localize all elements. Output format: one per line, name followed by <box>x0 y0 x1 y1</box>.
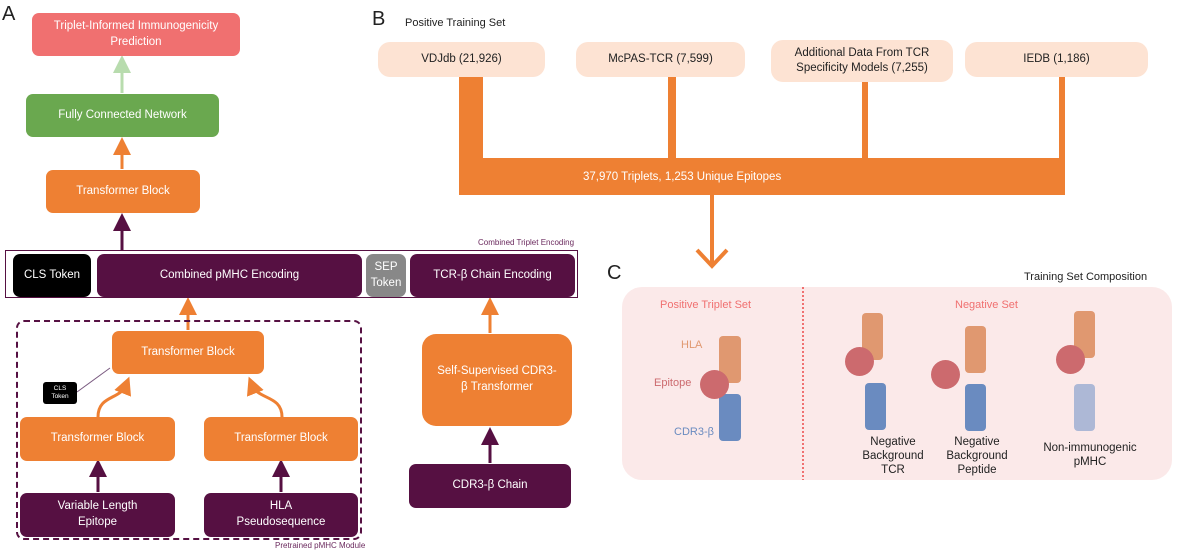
cls-token: CLS Token <box>13 254 91 297</box>
positive-set-title: Positive Triplet Set <box>660 299 752 311</box>
merged-flow <box>459 158 1065 195</box>
hla-transformer-box: Transformer Block <box>204 417 358 461</box>
panel-label-b: B <box>372 8 386 30</box>
neg3-epitope-shape <box>1056 345 1085 374</box>
negative-set-title: Negative Set <box>955 299 1018 311</box>
composition-title: Training Set Composition <box>1024 271 1148 283</box>
pretrained-module-box <box>16 320 362 540</box>
source-iedb: IEDB (1,186) <box>965 42 1148 77</box>
combined-encoding-box <box>5 250 578 298</box>
total-triplets: 37,970 Triplets, 1,253 Unique Epitopes <box>583 171 782 183</box>
cdr3-transformer-box: Self-Supervised CDR3-β Transformer <box>422 334 572 426</box>
epitope-input-box: Variable Length Epitope <box>20 493 175 537</box>
hla-label: HLA <box>681 339 703 351</box>
neg1-label: Negative Background TCR <box>862 436 924 476</box>
panel-label-a: A <box>2 3 16 25</box>
neg3-cdr3-shape <box>1074 384 1095 431</box>
cdr3-label: CDR3-β <box>674 426 714 438</box>
top-transformer-box: Transformer Block <box>46 170 200 213</box>
composition-panel <box>622 287 1172 480</box>
cls-pointer <box>76 367 111 393</box>
small-cls-token: CLS Token <box>43 382 77 404</box>
neg2-epitope-shape <box>931 360 960 389</box>
tcr-encoding: TCR-β Chain Encoding <box>410 254 575 297</box>
panel-label-c: C <box>607 262 622 284</box>
epitope-label: Epitope <box>654 377 692 389</box>
iedb-flow <box>1059 77 1065 167</box>
neg3-hla-shape <box>1074 311 1095 358</box>
source-additional: Additional Data From TCR Specificity Mod… <box>771 40 953 82</box>
cdr3-shape <box>719 394 741 441</box>
additional-flow <box>862 82 868 167</box>
neg2-hla-shape <box>965 326 986 373</box>
arrow-hla-to-pmhc <box>247 376 284 418</box>
encoding-caption: Combined Triplet Encoding <box>478 238 575 247</box>
source-mcpas: McPAS-TCR (7,599) <box>576 42 745 77</box>
positive-training-title: Positive Training Set <box>405 17 506 29</box>
epitope-transformer-box: Transformer Block <box>20 417 175 461</box>
neg1-epitope-shape <box>845 347 874 376</box>
neg1-cdr3-shape <box>865 383 886 430</box>
hla-input-box: HLA Pseudosequence <box>204 493 358 537</box>
source-vdjdb: VDJdb (21,926) <box>378 42 545 77</box>
neg3-label: Non-immunogenic pMHC <box>1043 442 1137 468</box>
hla-shape <box>719 336 741 383</box>
neg2-label: Negative Background Peptide <box>946 436 1008 476</box>
pmhc-transformer-box: Transformer Block <box>112 331 264 374</box>
module-caption: Pretrained pMHC Module <box>275 541 366 550</box>
prediction-box: Triplet-Informed Immunogenicity Predicti… <box>32 13 240 56</box>
fcn-box: Fully Connected Network <box>26 94 219 137</box>
cdr3-input-box: CDR3-β Chain <box>409 464 571 508</box>
mcpas-flow <box>668 77 676 167</box>
pmhc-encoding: Combined pMHC Encoding <box>97 254 362 297</box>
sep-token: SEP Token <box>366 254 406 297</box>
neg2-cdr3-shape <box>965 384 986 431</box>
arrow-epitope-to-pmhc <box>96 376 131 418</box>
epitope-shape <box>700 370 729 399</box>
